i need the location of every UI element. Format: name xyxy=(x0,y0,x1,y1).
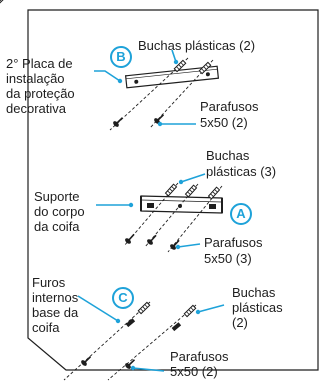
guide-lines-c xyxy=(63,301,197,381)
plugs-b xyxy=(0,0,7,7)
label-plate-b-4: decorativa xyxy=(6,101,66,116)
label-screws-a-2: 5x50 (3) xyxy=(204,251,252,266)
label-holes-3: base da xyxy=(32,305,79,320)
holes-c-marks xyxy=(125,318,182,332)
label-plugs-mid-2: plásticas (3) xyxy=(206,164,277,179)
label-screws-c-1: Parafusos xyxy=(170,349,229,364)
label-plate-b-1: 2° Placa de xyxy=(6,56,73,71)
label-holes-1: Furos xyxy=(32,275,66,290)
label-plate-b-3: da proteção xyxy=(6,86,75,101)
label-plugs-mid-1: Buchas xyxy=(206,148,250,163)
badge-c: C xyxy=(112,287,134,309)
leader-dots xyxy=(115,59,201,371)
leader-lines xyxy=(77,49,225,372)
label-bracket-1: Suporte xyxy=(34,189,80,204)
plate-b xyxy=(124,65,220,89)
label-holes-2: internos xyxy=(32,290,79,305)
label-plate-b-2: instalação xyxy=(6,71,65,86)
label-screws-b-1: Parafusos xyxy=(200,99,259,114)
label-plugs-bottom-3: (2) xyxy=(232,315,248,330)
label-screws-b-2: 5x50 (2) xyxy=(200,115,248,130)
label-plugs-top: Buchas plásticas (2) xyxy=(138,38,256,53)
label-screws-a-1: Parafusos xyxy=(204,235,263,250)
label-plugs-bottom-1: Buchas xyxy=(232,285,276,300)
label-screws-c-2: 5x50 (2) xyxy=(170,364,218,379)
label-bracket-2: do corpo xyxy=(34,204,85,219)
badge-a: A xyxy=(230,203,252,225)
bracket-a xyxy=(140,195,223,214)
label-plugs-bottom-2: plásticas xyxy=(232,300,283,315)
badge-b: B xyxy=(110,46,132,68)
label-holes-4: coifa xyxy=(32,320,60,335)
label-bracket-3: da coifa xyxy=(34,219,80,234)
